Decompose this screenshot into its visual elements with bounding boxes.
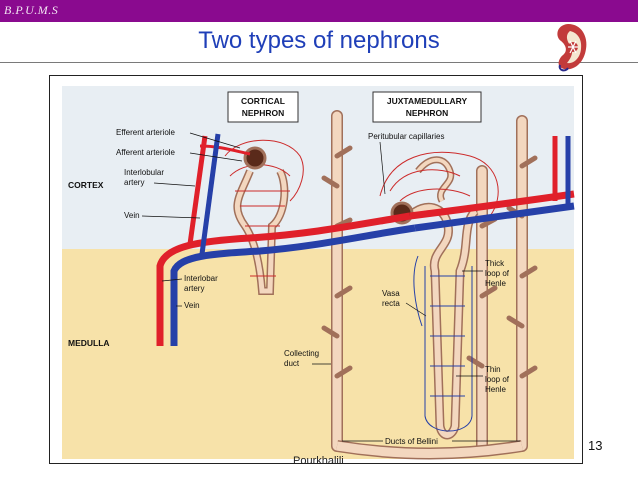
peritubular-label: Peritubular capillaries (368, 132, 444, 141)
nephron-diagram: CORTICAL NEPHRON JUXTAMEDULLARY NEPHRON … (62, 86, 575, 460)
vasa-recta (413, 255, 473, 432)
kidney-logo-icon (557, 24, 587, 72)
cortical-box-line2: NEPHRON (242, 108, 285, 118)
juxta-box-line2: NEPHRON (406, 108, 449, 118)
peritubular-capillaries (224, 139, 499, 277)
thick-label-1: Thick (485, 259, 505, 268)
vasa-label-1: Vasa (382, 289, 400, 298)
collecting-duct-left (321, 110, 353, 452)
thin-label-3: Henle (485, 385, 506, 394)
vein-system (170, 133, 575, 346)
vein-lower-label: Vein (184, 301, 200, 310)
slide-title: Two types of nephrons (198, 27, 440, 54)
nephron-figure: CORTICAL NEPHRON JUXTAMEDULLARY NEPHRON … (49, 75, 583, 464)
vein-upper-label: Vein (124, 211, 140, 220)
cortical-nephron-box: CORTICAL NEPHRON (227, 91, 299, 123)
vasa-label-2: recta (382, 299, 400, 308)
afferent-label: Afferent arteriole (116, 148, 176, 157)
interlobar-label-1: Interlobar (184, 274, 218, 283)
page-number: 13 (588, 438, 603, 453)
thick-label-3: Henle (485, 279, 506, 288)
efferent-label: Efferent arteriole (116, 128, 176, 137)
collecting-label-2: duct (284, 359, 300, 368)
bellini-label: Ducts of Bellini (385, 437, 438, 446)
interlobular-label-2: artery (124, 178, 144, 187)
medulla-label: MEDULLA (68, 338, 110, 348)
brand-label: B.P.U.M.S (4, 3, 59, 17)
cortex-label: CORTEX (68, 180, 104, 190)
artery-system (156, 135, 575, 346)
cortical-box-line1: CORTICAL (241, 96, 285, 106)
juxta-box-line1: JUXTAMEDULLARY (387, 96, 468, 106)
collecting-label-1: Collecting (284, 349, 319, 358)
thin-label-1: Thin (485, 365, 501, 374)
interlobular-label-1: Interlobular (124, 168, 164, 177)
title-divider (0, 62, 638, 63)
interlobar-label-2: artery (184, 284, 204, 293)
juxta-nephron-box: JUXTAMEDULLARY NEPHRON (372, 91, 482, 123)
author-footer: Pourkhalili (293, 455, 344, 467)
medulla-region (62, 249, 574, 459)
header-bar: B.P.U.M.S (0, 0, 638, 22)
thin-label-2: loop of (485, 375, 510, 384)
thick-label-2: loop of (485, 269, 510, 278)
cortical-glomerulus (243, 146, 267, 170)
